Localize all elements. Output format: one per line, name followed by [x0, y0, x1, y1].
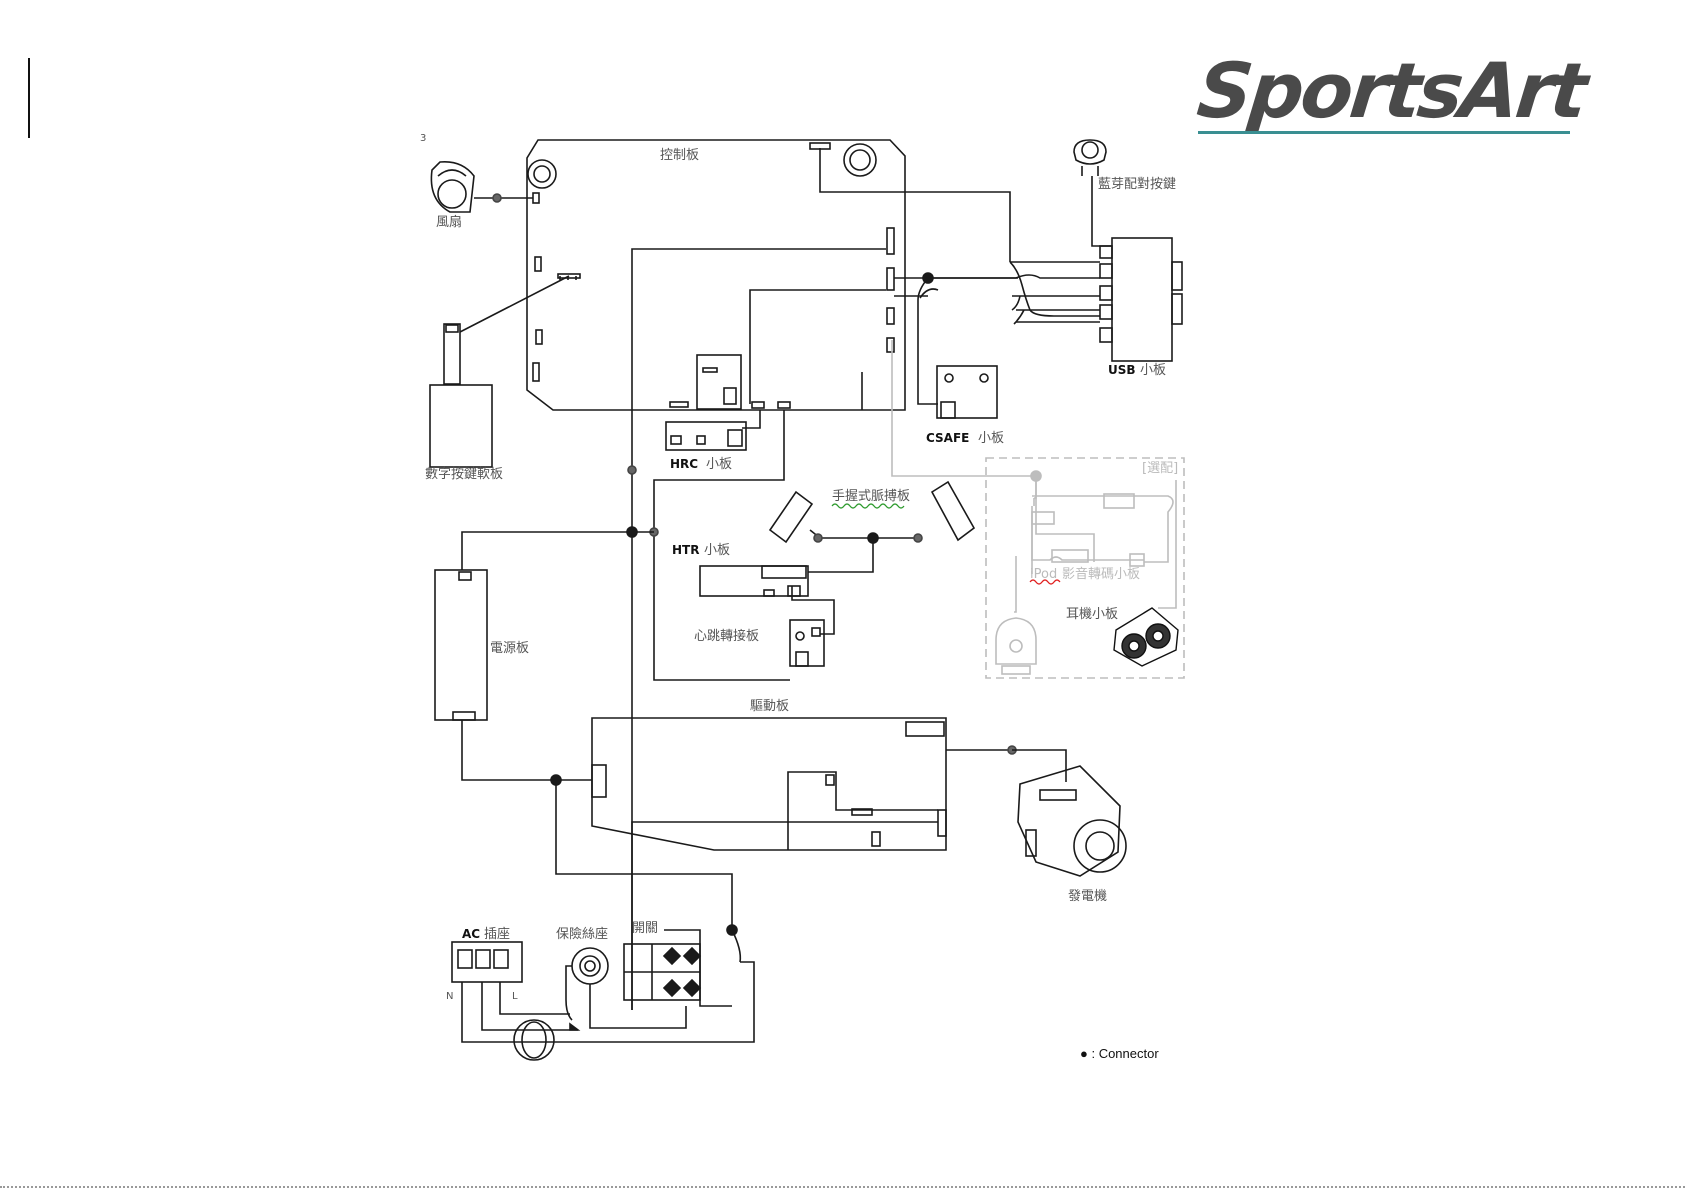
heart-rate-receiver-label: 心跳轉接板 — [694, 630, 759, 643]
htr-label-suffix: 小板 — [704, 544, 730, 557]
power-board-icon — [435, 570, 487, 720]
logo-underline — [1198, 131, 1570, 134]
connector-legend: ● : Connector — [1080, 1046, 1159, 1061]
control-board-mount — [528, 160, 556, 188]
handgrip-label: 手握式脈搏板 — [832, 490, 910, 503]
page-marker: 3 — [420, 134, 426, 144]
fuse-holder-icon — [572, 948, 608, 984]
keypad-label: 數字按鍵軟板 — [425, 468, 503, 481]
ac-l-label: L — [512, 992, 518, 1002]
ipod-connector-icon — [996, 618, 1036, 674]
ferrite-core-icon — [514, 1020, 554, 1060]
handgrip-right-icon — [932, 482, 974, 540]
earphone-board-icon — [1114, 608, 1178, 666]
bt-button-icon — [1074, 140, 1106, 176]
hrc-label-prefix: HRC — [670, 458, 698, 470]
control-board-outline — [527, 140, 905, 410]
csafe-label-suffix: 小板 — [978, 432, 1004, 445]
keypad-icon — [430, 276, 576, 467]
handgrip-left-icon — [770, 492, 812, 542]
usb-board-label-prefix: USB — [1108, 364, 1136, 376]
earphone-label: 耳機小板 — [1066, 608, 1118, 621]
left-rule — [28, 58, 30, 138]
drive-board-label: 驅動板 — [750, 700, 789, 713]
ipod-label-suffix: 影音轉碼小板 — [1062, 568, 1140, 581]
generator-icon — [1018, 766, 1126, 876]
csafe-label-prefix: CSAFE — [926, 432, 969, 444]
generator-label: 發電機 — [1068, 890, 1107, 903]
usb-board-icon — [1100, 238, 1182, 361]
power-board-label: 電源板 — [490, 642, 529, 655]
heart-rate-receiver-icon — [790, 620, 824, 666]
hrc-board-icon — [666, 422, 746, 450]
control-board-mount — [844, 144, 876, 176]
logo-text: SportsArt — [1194, 52, 1588, 130]
fuse-holder-label: 保險絲座 — [556, 928, 608, 941]
ac-inlet-icon — [452, 942, 522, 982]
hrc-label-suffix: 小板 — [706, 458, 732, 471]
control-board-label: 控制板 — [660, 149, 699, 162]
csafe-board-icon — [937, 366, 997, 418]
ac-inlet-label-suffix: 插座 — [484, 928, 510, 941]
switch-label: 開關 — [632, 922, 658, 935]
sportsart-logo: SportsArt — [1198, 52, 1570, 132]
drive-board-icon — [592, 718, 946, 850]
bottom-rule — [0, 1186, 1685, 1188]
optional-label: [選配] — [1142, 462, 1178, 475]
htr-label-prefix: HTR — [672, 544, 699, 556]
usb-board-label-suffix: 小板 — [1140, 364, 1166, 377]
switch-icon — [624, 944, 700, 1000]
fan-icon — [431, 162, 474, 212]
ac-n-label: N — [446, 992, 453, 1002]
bt-button-label: 藍芽配對按鍵 — [1098, 178, 1176, 191]
fan-label: 風扇 — [436, 216, 462, 229]
ipod-label-prefix: iPod — [1030, 568, 1057, 581]
ac-inlet-label-prefix: AC — [462, 928, 480, 940]
